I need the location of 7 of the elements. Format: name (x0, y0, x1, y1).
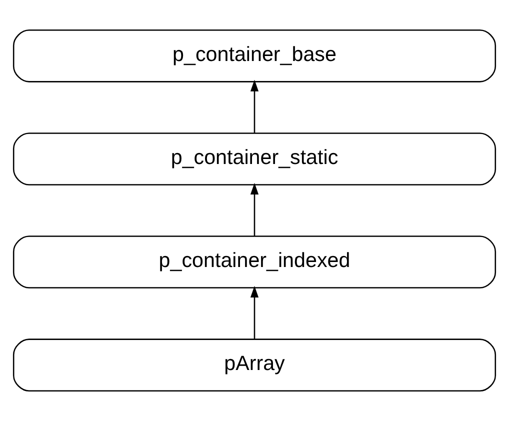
node-box: pArray (12, 338, 496, 392)
node-box: p_container_base (12, 30, 496, 82)
node-box: p_container_static (12, 132, 496, 186)
arrow (250, 182, 259, 236)
node-box: p_container_indexed (12, 236, 496, 288)
arrow (250, 80, 259, 133)
arrow (250, 286, 259, 339)
